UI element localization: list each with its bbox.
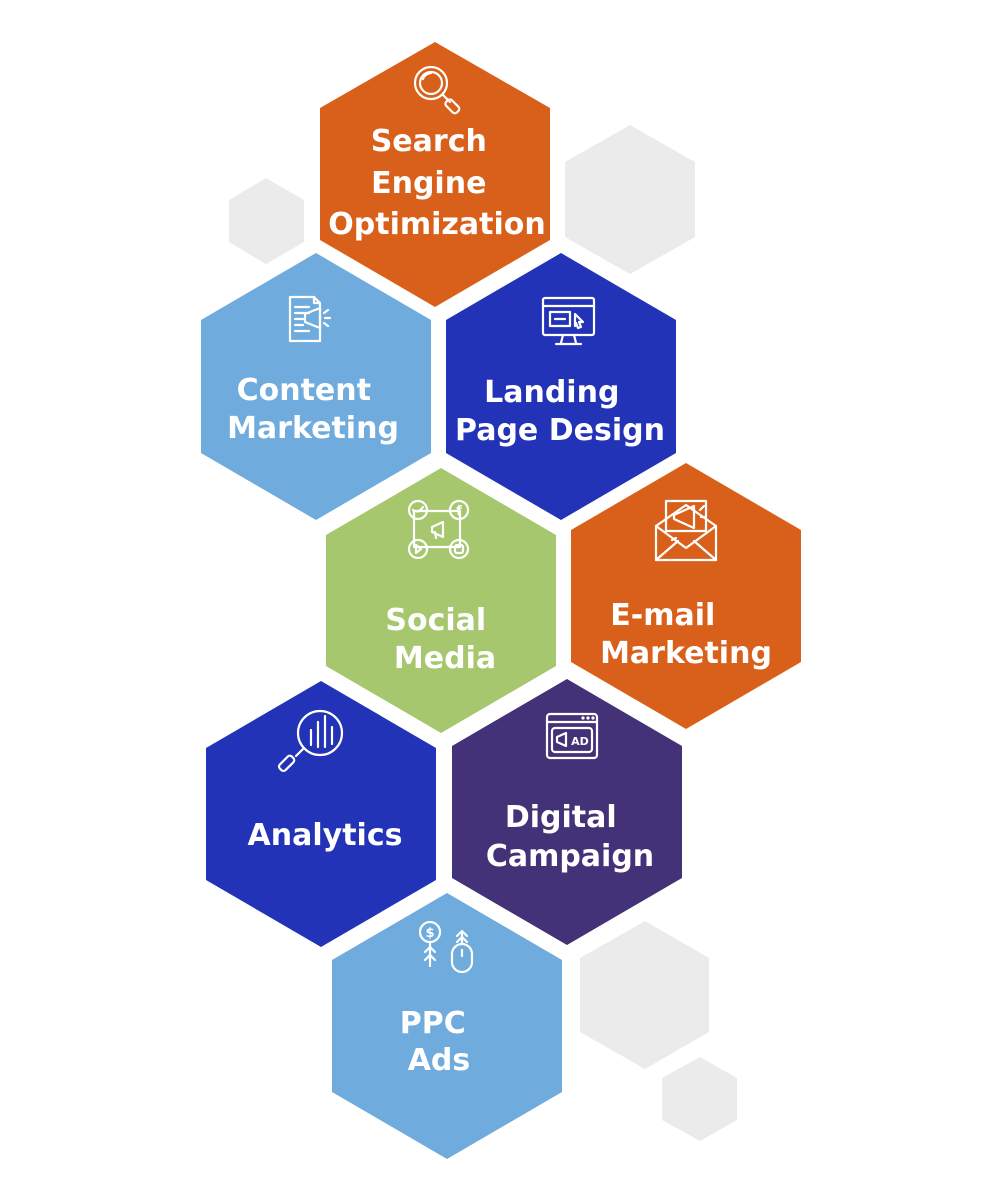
- chart-magnifier-icon: [277, 709, 344, 773]
- decorative-hexagons: [229, 125, 737, 1141]
- document-megaphone-icon: [288, 295, 332, 343]
- label-digital-campaign: Digital Campaign: [486, 800, 654, 874]
- label-email-marketing: E-mail Marketing: [600, 598, 772, 671]
- hex-analytics[interactable]: [206, 681, 436, 947]
- label-search-engine-optimization: Search Engine Optimization: [328, 124, 545, 242]
- svg-text:f: f: [456, 504, 462, 519]
- svg-text:$: $: [425, 926, 434, 941]
- service-labels: Search Engine Optimization Content Marke…: [227, 124, 772, 1078]
- decor-hex-left: [229, 178, 304, 264]
- hex-email-marketing[interactable]: [571, 463, 801, 729]
- svg-text:AD: AD: [571, 735, 589, 748]
- hex-content-marketing[interactable]: [201, 253, 431, 520]
- label-landing-page-design: Landing Page Design: [455, 375, 665, 448]
- hex-social-media[interactable]: [326, 468, 556, 733]
- label-ppc-ads: PPC Ads: [400, 1006, 476, 1078]
- social-network-icon: f: [407, 499, 470, 560]
- hex-landing-page-design[interactable]: [446, 253, 676, 520]
- service-hexagons: [201, 42, 801, 1159]
- decor-hex-right-small: [662, 1057, 737, 1141]
- label-analytics: Analytics: [248, 818, 403, 853]
- decor-hex-right-bottom: [580, 921, 709, 1069]
- magnifier-icon: [413, 65, 461, 115]
- hex-ppc-ads[interactable]: [332, 893, 562, 1159]
- ad-browser-icon: AD: [545, 712, 599, 760]
- envelope-megaphone-icon: [654, 499, 718, 562]
- hex-search-engine-optimization[interactable]: [320, 42, 550, 307]
- dollar-mouse-icon: $: [418, 920, 474, 974]
- decor-hex-right-top: [565, 125, 695, 274]
- label-social-media: Social Media: [385, 603, 496, 676]
- monitor-icon: [541, 296, 596, 346]
- label-content-marketing: Content Marketing: [227, 373, 399, 446]
- hex-digital-campaign[interactable]: [452, 679, 682, 945]
